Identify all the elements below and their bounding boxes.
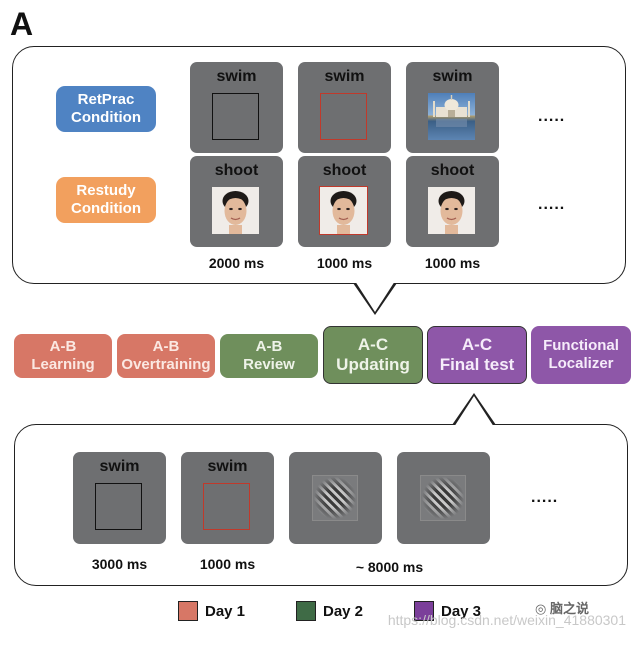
grating-image [420,475,466,521]
watermark-brand-text: 脑之说 [549,601,589,616]
face-image-red-border [319,186,368,235]
duration-label: 1000 ms [199,556,256,572]
watermark-url: https://blog.csdn.net/weixin_41880301 [387,612,626,628]
red-frame [203,483,250,530]
final-test-trial-1: swim [73,452,166,544]
watermark-brand: ◎ 脑之说 [535,598,589,617]
cue-word: swim [432,68,473,85]
final-test-trial-3 [289,452,382,544]
callout-pointer-bottom-fill [454,396,494,427]
legend-label-day3: Day 3 [441,603,482,620]
grating-image [312,475,358,521]
black-frame [95,483,142,530]
wechat-icon: ◎ [535,601,547,616]
restudy-trial-1: shoot [190,156,283,247]
more-trials-ellipsis: ..... [538,196,566,213]
duration-label: ~ 8000 ms [355,559,424,575]
cue-word: swim [216,68,257,85]
restudy-trial-2: shoot [298,156,391,247]
callout-pointer-top-fill [355,281,395,312]
retprac-trial-3: swim [406,62,499,153]
face-image [212,187,259,234]
legend-swatch-day1 [178,601,198,621]
cue-word: shoot [214,162,259,179]
cue-word: swim [207,458,248,475]
retprac-trial-1: swim [190,62,283,153]
red-frame [320,93,367,140]
duration-label: 1000 ms [424,255,481,271]
retprac-trial-2: swim [298,62,391,153]
final-test-trial-4 [397,452,490,544]
legend-swatch-day2 [296,601,316,621]
duration-label: 1000 ms [316,255,373,271]
cue-word: swim [99,458,140,475]
face-image [428,187,475,234]
legend-label-day2: Day 2 [323,603,364,620]
cue-word: shoot [430,162,475,179]
restudy-trial-3: shoot [406,156,499,247]
more-trials-ellipsis: ..... [538,108,566,125]
panel-letter: A [10,6,34,42]
duration-label: 2000 ms [208,255,265,271]
black-frame [212,93,259,140]
duration-label: 3000 ms [91,556,148,572]
final-test-trial-2: swim [181,452,274,544]
building-image [428,93,475,140]
more-trials-ellipsis: ..... [531,489,559,506]
cue-word: swim [324,68,365,85]
legend-label-day1: Day 1 [205,603,246,620]
cue-word: shoot [322,162,367,179]
legend-swatch-day3 [414,601,434,621]
